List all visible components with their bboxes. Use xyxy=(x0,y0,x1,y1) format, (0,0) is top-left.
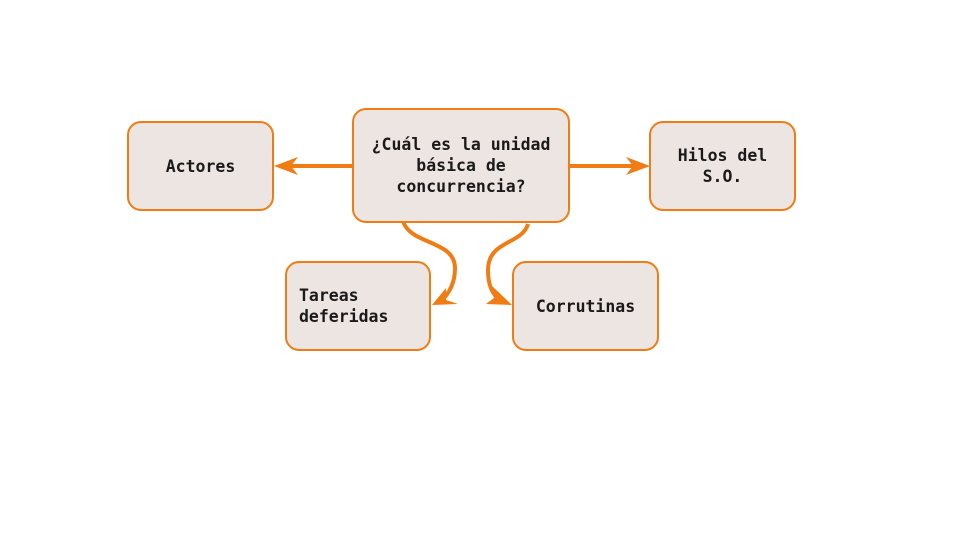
center-node-label: ¿Cuál es la unidad básica de concurrenci… xyxy=(371,135,551,196)
arrow-to-tareas xyxy=(401,220,458,304)
tareas-node[interactable]: Tareas deferidas xyxy=(285,261,431,351)
corrutinas-node-label: Corrutinas xyxy=(535,296,636,316)
actores-node-label: Actores xyxy=(165,156,236,176)
hilos-node[interactable]: Hilos del S.O. xyxy=(649,121,796,211)
center-node[interactable]: ¿Cuál es la unidad básica de concurrenci… xyxy=(352,108,570,223)
actores-node[interactable]: Actores xyxy=(127,121,274,211)
tareas-node-label: Tareas deferidas xyxy=(299,286,389,326)
corrutinas-node[interactable]: Corrutinas xyxy=(512,261,659,351)
hilos-node-label: Hilos del S.O. xyxy=(677,146,768,186)
